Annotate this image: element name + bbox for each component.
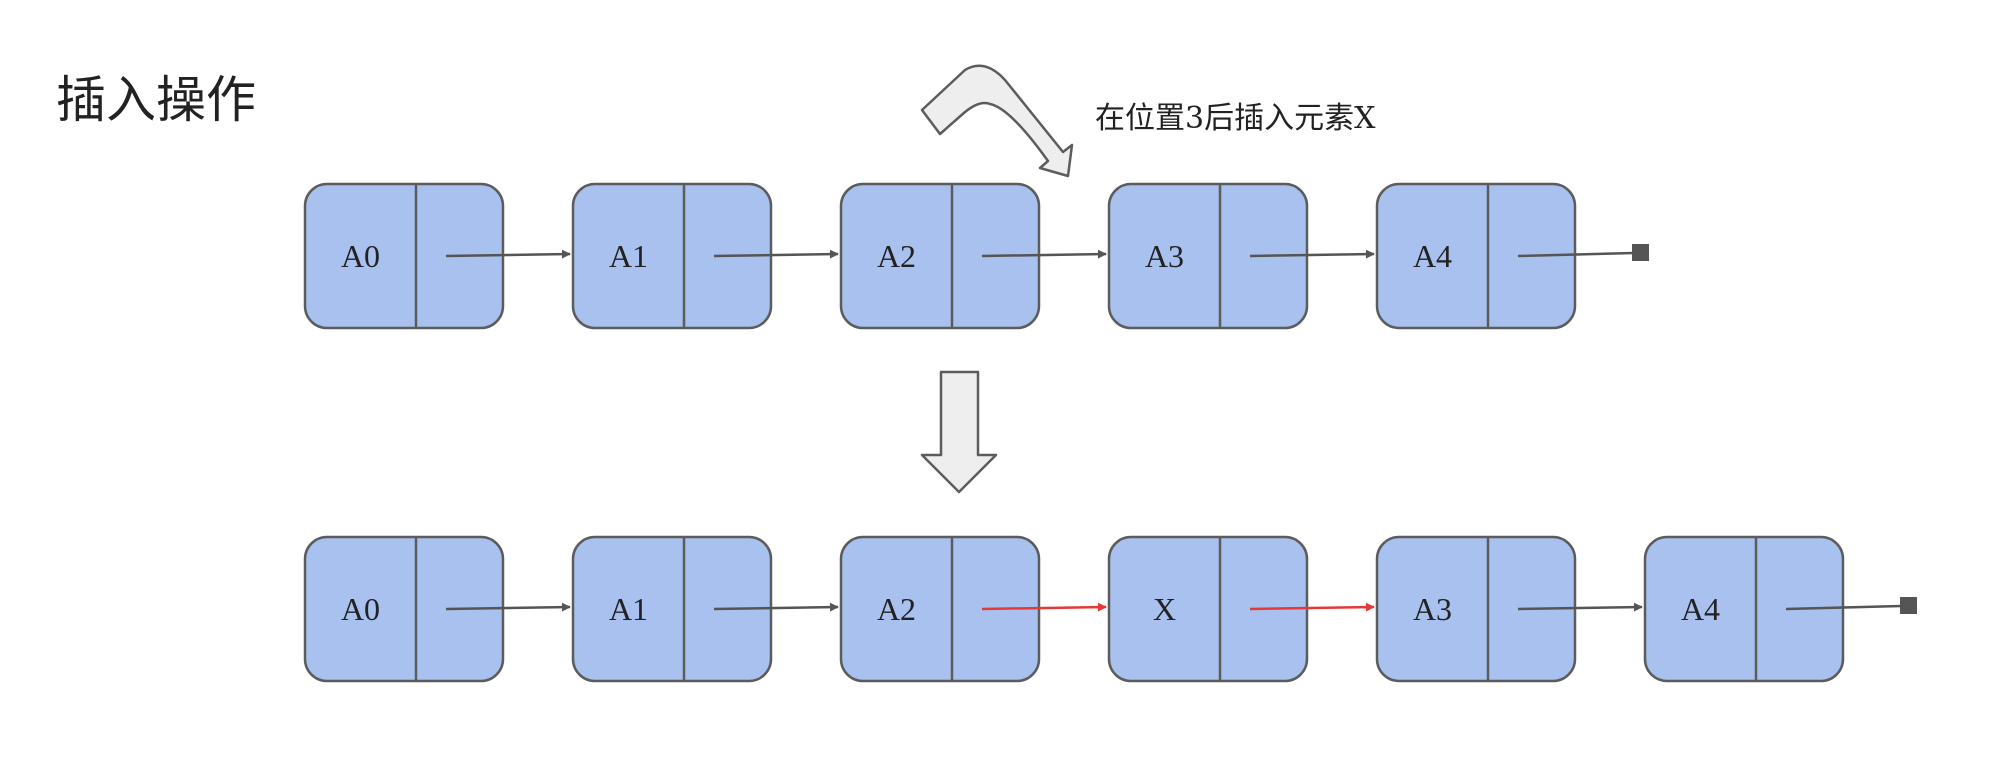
- node-label: A1: [609, 238, 648, 274]
- node-label: A0: [341, 238, 380, 274]
- curved-insert-arrow: [920, 64, 1074, 178]
- list-node: A2: [839, 535, 1041, 683]
- list-node: A1: [571, 182, 773, 330]
- null-pointer-link: [1785, 604, 1902, 611]
- list-before-insert: A0 A1 A2 A3 A4: [303, 182, 1649, 330]
- down-transition-arrow: [920, 370, 998, 494]
- insert-annotation: 在位置3后插入元素X: [1095, 101, 1376, 136]
- node-label: A2: [877, 238, 916, 274]
- list-node: A2: [839, 182, 1041, 330]
- pointer-link: [445, 249, 571, 259]
- null-terminator: [1632, 244, 1649, 261]
- node-label: X: [1153, 591, 1176, 627]
- list-after-insert: A0 A1 A2 X A3 A4: [303, 535, 1917, 683]
- null-terminator: [1900, 597, 1917, 614]
- new-pointer-link: [1249, 602, 1375, 612]
- node-label: A0: [341, 591, 380, 627]
- diagram-title: 插入操作: [56, 71, 256, 129]
- list-node: A0: [303, 535, 505, 683]
- pointer-link: [713, 249, 839, 259]
- node-box: [1375, 182, 1577, 330]
- list-node: A3: [1375, 535, 1577, 683]
- node-label: A4: [1413, 238, 1452, 274]
- pointer-link: [713, 602, 839, 612]
- pointer-link: [445, 602, 571, 612]
- pointer-link: [1249, 249, 1375, 259]
- pointer-link: [1517, 602, 1643, 612]
- node-label: A4: [1681, 591, 1720, 627]
- node-label: A2: [877, 591, 916, 627]
- list-node: A4: [1375, 182, 1577, 330]
- new-pointer-link: [981, 602, 1107, 612]
- node-label: A3: [1145, 238, 1184, 274]
- null-pointer-link: [1517, 251, 1634, 258]
- pointer-link: [981, 249, 1107, 259]
- node-label: A3: [1413, 591, 1452, 627]
- node-label: A1: [609, 591, 648, 627]
- node-box: [1643, 535, 1845, 683]
- list-node: A4: [1643, 535, 1845, 683]
